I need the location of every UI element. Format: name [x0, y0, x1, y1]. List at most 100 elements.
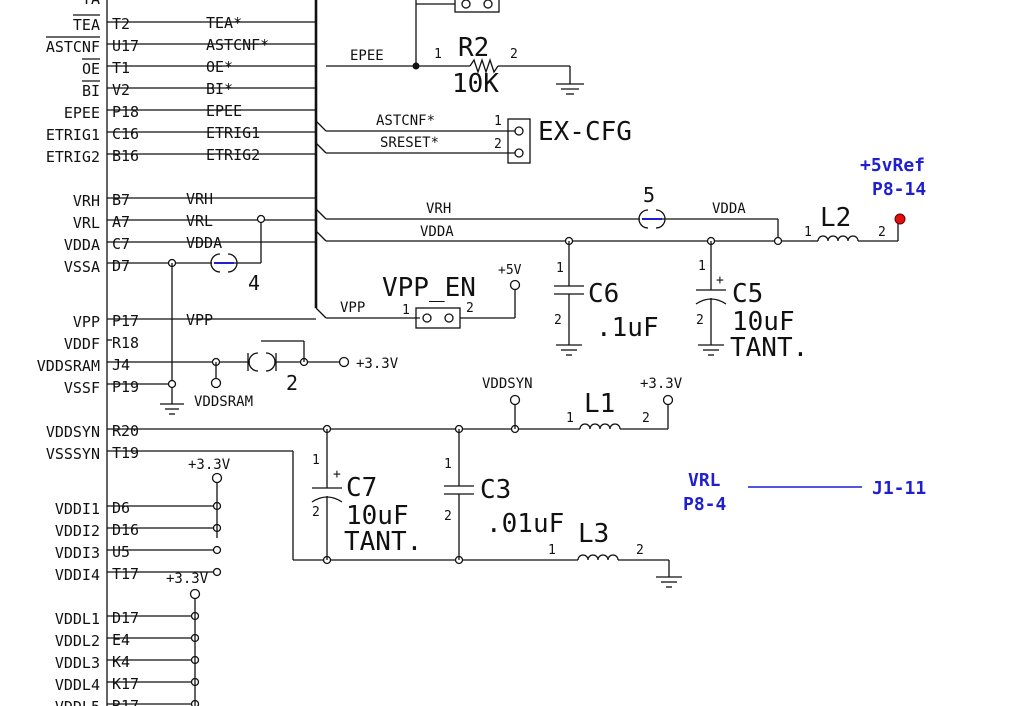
- pin-name-vddl5: VDDL5: [55, 698, 100, 706]
- pin-name-etrig2: ETRIG2: [46, 148, 100, 166]
- c5-type: TANT.: [730, 333, 808, 363]
- pin-number-t19: T19: [112, 444, 139, 462]
- p33-d-label: +3.3V: [166, 571, 209, 587]
- c3-value: .01uF: [486, 509, 564, 539]
- vddi-rail: +3.3V: [188, 457, 231, 538]
- c5-pin1: 1: [698, 259, 706, 274]
- c5-value: 10uF: [732, 307, 795, 337]
- c5-pin2: 2: [696, 313, 704, 328]
- r2-resistor: EPEE 1 2 R2 10K: [326, 0, 584, 99]
- pin-number-p17: P17: [112, 312, 139, 330]
- j1-label: J1-11: [872, 478, 926, 499]
- cut-pin-label: TA: [82, 0, 100, 8]
- jp2-ref: 2: [286, 371, 298, 395]
- pin-name-vssa: VSSA: [64, 258, 100, 276]
- pin-net-vpp: VPP: [186, 311, 213, 329]
- pin-number-d6: D6: [112, 499, 130, 517]
- l1-ref: L1: [584, 389, 615, 419]
- pin-number-e4: E4: [112, 631, 130, 649]
- pin-net-bi: BI*: [206, 80, 233, 98]
- pin-name-vpp: VPP: [73, 313, 100, 331]
- l2-pin2: 2: [878, 225, 886, 240]
- pin-name-astcnf: ASTCNF: [46, 38, 100, 56]
- c3-ref: C3: [480, 475, 511, 505]
- pin-number-r18: R18: [112, 334, 139, 352]
- pin-name-vdda: VDDA: [64, 236, 100, 254]
- vdda-filter: 5 VRH VDDA VDDA 1 2 L2 1 2 C6 .1uF 1: [315, 183, 906, 363]
- jp4-ref: 4: [248, 271, 260, 295]
- pin-name-oe: OE: [82, 60, 100, 78]
- c6-pin1: 1: [556, 261, 564, 276]
- pin-number-d17: D17: [112, 609, 139, 627]
- c7-value: 10uF: [346, 501, 409, 531]
- c6-ref: C6: [588, 279, 619, 309]
- ref5v-marker: [894, 213, 906, 225]
- net-vddsram-label: VDDSRAM: [194, 394, 253, 410]
- p33-b-label: +3.3V: [640, 376, 683, 392]
- vddl-rail: +3.3V: [166, 571, 209, 706]
- net-vdda-right-label: VDDA: [712, 201, 746, 217]
- vddsyn-filter: VDDSYN +3.3V 1 2 L1 1 2 + C7 10uF TANT. …: [107, 376, 683, 588]
- pin-number-r20: R20: [112, 422, 139, 440]
- svg-text:+: +: [716, 273, 724, 288]
- pin-name-vddi3: VDDI3: [55, 544, 100, 562]
- net-vddsyn-label: VDDSYN: [482, 376, 533, 392]
- pin-number-a7: A7: [112, 213, 130, 231]
- l2-ref: L2: [820, 203, 851, 233]
- c6-value: .1uF: [596, 313, 659, 343]
- pin-name-vddi2: VDDI2: [55, 522, 100, 540]
- pin-name-vddi1: VDDI1: [55, 500, 100, 518]
- ref5v-label: +5vRef: [860, 155, 925, 176]
- p5v-label: +5V: [498, 263, 522, 278]
- vppen-pin2: 2: [466, 301, 474, 316]
- pin-number-d16: D16: [112, 521, 139, 539]
- ex-cfg-connector: ASTCNF* SRESET* 1 2 EX-CFG: [315, 113, 632, 164]
- pin-name-tea: TEA: [73, 16, 100, 34]
- pin-number-u17: U17: [112, 37, 139, 55]
- vddsram-jumper: +3.3V 2 VDDSRAM: [107, 340, 399, 415]
- vrl-label: VRL: [688, 470, 721, 491]
- c3-pin1: 1: [444, 457, 452, 472]
- pin-number-t2: T2: [112, 15, 130, 33]
- net-vpp-label: VPP: [340, 300, 365, 316]
- pin-number-d7: D7: [112, 257, 130, 275]
- pin-net-etrig1: ETRIG1: [206, 124, 260, 142]
- vppen-ref: VPP_EN: [382, 273, 476, 303]
- pin-number-j4: J4: [112, 356, 130, 374]
- pin-net-astcnf: ASTCNF*: [206, 36, 269, 54]
- net-vdda-label: VDDA: [420, 224, 454, 240]
- r2-ref: R2: [458, 33, 489, 63]
- p33-c-label: +3.3V: [188, 457, 231, 473]
- c7-ref: C7: [346, 473, 377, 503]
- pin-name-vddsram: VDDSRAM: [37, 357, 100, 375]
- pin-net-etrig2: ETRIG2: [206, 146, 260, 164]
- pin-number-p19: P19: [112, 378, 139, 396]
- vpp-en-jumper: VPP 1 2 VPP_EN +5V: [315, 263, 522, 329]
- c3-pin2: 2: [444, 509, 452, 524]
- annotations: +5vRef P8-14 VRL P8-4 J1-11: [683, 155, 926, 515]
- pin-number-b7: B7: [112, 191, 130, 209]
- pin-net-oe: OE*: [206, 58, 233, 76]
- pin-name-vddl1: VDDL1: [55, 610, 100, 628]
- r2-value: 10K: [452, 69, 499, 99]
- l2-pin1: 1: [804, 225, 812, 240]
- c7-pin1: 1: [312, 453, 320, 468]
- l1-pin2: 2: [642, 411, 650, 426]
- pin-number-p18: P18: [112, 103, 139, 121]
- pin-name-vddf: VDDF: [64, 335, 100, 353]
- pin-number-v2: V2: [112, 81, 130, 99]
- net-sreset-label: SRESET*: [380, 135, 439, 151]
- pin-name-vsssyn: VSSSYN: [46, 445, 100, 463]
- pin-net-vrh: VRH: [186, 190, 213, 208]
- pin-name-vddl3: VDDL3: [55, 654, 100, 672]
- pin-name-epee: EPEE: [64, 104, 100, 122]
- pin-name-vddl4: VDDL4: [55, 676, 100, 694]
- pin-net-tea: TEA*: [206, 14, 242, 32]
- pin-name-vrl: VRL: [73, 214, 100, 232]
- pin-name-vrh: VRH: [73, 192, 100, 210]
- c6-pin2: 2: [554, 313, 562, 328]
- pin-name-vddl2: VDDL2: [55, 632, 100, 650]
- excfg-pin2: 2: [494, 137, 502, 152]
